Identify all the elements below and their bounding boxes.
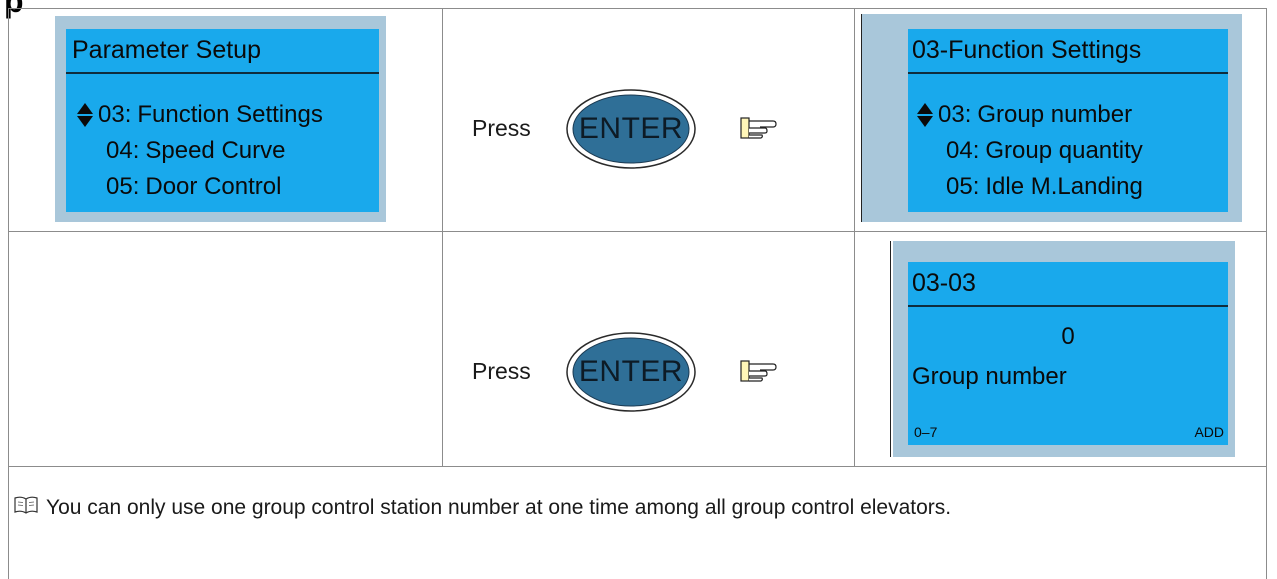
enter-button-shape: [566, 89, 696, 169]
book-icon: [14, 496, 38, 514]
press-label: Press: [472, 115, 531, 141]
menu-item-code: 05:: [946, 173, 980, 200]
table-border-top: [8, 8, 1267, 9]
lcd-screen-parameter-setup: Parameter Setup 03:Function Settings 04:…: [66, 29, 379, 212]
pointing-hand-icon: [740, 360, 777, 382]
lcd-title: 03-03: [912, 269, 976, 297]
updown-arrow-icon: [77, 103, 93, 127]
lcd-edge-line: [861, 14, 862, 222]
pointing-hand-icon: [740, 117, 777, 139]
menu-item-group-quantity[interactable]: 04:Group quantity: [946, 136, 1143, 166]
press-label: Press: [472, 358, 531, 384]
menu-item-code: 04:: [946, 137, 980, 164]
enter-button-shape: [566, 332, 696, 412]
menu-item-code: 04:: [106, 137, 140, 164]
parameter-mode: ADD: [1194, 424, 1224, 440]
lcd-title-rule: [66, 72, 379, 74]
table-column-divider-2: [854, 8, 855, 466]
menu-item-idle-landing[interactable]: 05:Idle M.Landing: [946, 172, 1143, 202]
lcd-title: Parameter Setup: [72, 36, 261, 64]
enter-button-label: ENTER: [578, 355, 684, 388]
table-border-right: [1266, 8, 1267, 579]
lcd-title-rule: [908, 305, 1228, 307]
table-border-left: [8, 8, 9, 579]
enter-button[interactable]: ENTER: [565, 331, 697, 413]
menu-item-code: 03:: [98, 101, 132, 128]
table-row-divider-1: [8, 231, 1267, 232]
menu-item-function-settings[interactable]: 03:Function Settings: [98, 100, 323, 130]
menu-item-label: Idle M.Landing: [985, 173, 1143, 200]
menu-item-label: Door Control: [145, 173, 282, 200]
menu-item-code: 03:: [938, 101, 972, 128]
menu-item-code: 05:: [106, 173, 140, 200]
lcd-title-rule: [908, 72, 1228, 74]
table-row-divider-2: [8, 466, 1267, 467]
lcd-edge-line: [890, 241, 891, 457]
menu-item-label: Group number: [977, 101, 1133, 128]
menu-item-label: Function Settings: [137, 101, 323, 128]
lcd-screen-function-settings: 03-Function Settings 03:Group number 04:…: [908, 29, 1228, 212]
lcd-title: 03-Function Settings: [912, 36, 1142, 64]
menu-item-label: Speed Curve: [145, 137, 286, 164]
enter-button-label: ENTER: [578, 112, 684, 145]
enter-button[interactable]: ENTER: [565, 88, 697, 170]
menu-item-speed-curve[interactable]: 04:Speed Curve: [106, 136, 285, 166]
parameter-value: 0: [1061, 323, 1075, 350]
updown-arrow-icon: [917, 103, 933, 127]
menu-item-door-control[interactable]: 05:Door Control: [106, 172, 281, 202]
menu-item-group-number[interactable]: 03:Group number: [938, 100, 1132, 130]
note-text: You can only use one group control stati…: [46, 496, 952, 519]
table-column-divider-1: [442, 8, 443, 466]
menu-item-label: Group quantity: [985, 137, 1143, 164]
parameter-range: 0–7: [914, 424, 938, 440]
parameter-name: Group number: [912, 363, 1067, 390]
lcd-screen-parameter-detail: 03-03 0 Group number 0–7 ADD: [908, 262, 1228, 445]
